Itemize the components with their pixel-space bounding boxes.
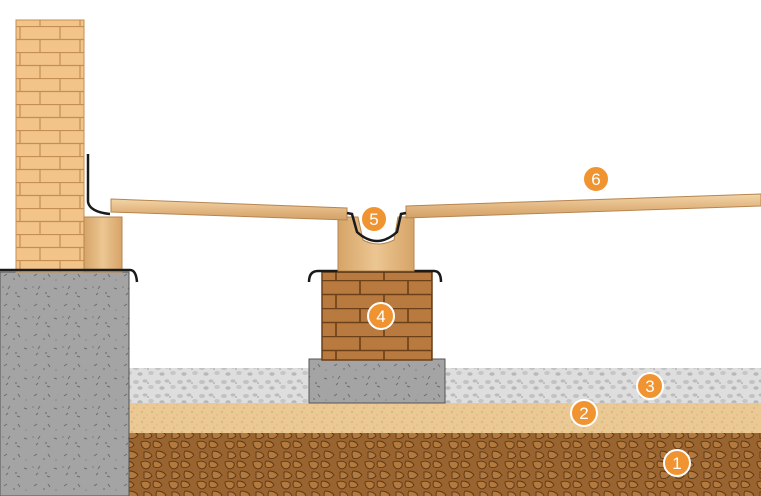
wall-beam (83, 216, 123, 273)
pier-concrete-base (308, 358, 446, 404)
marker-4: 4 (367, 302, 395, 330)
floor-board-left (110, 198, 348, 221)
svg-text:4: 4 (376, 307, 385, 326)
marker-2: 2 (570, 399, 598, 427)
concrete-foundation (0, 271, 130, 496)
compensating-seam (346, 211, 407, 243)
svg-text:5: 5 (369, 210, 378, 229)
svg-text:3: 3 (645, 377, 654, 396)
marker-1: 1 (663, 449, 691, 477)
wall-flashing (86, 154, 111, 216)
sand-layer (128, 402, 761, 433)
svg-text:6: 6 (591, 170, 600, 189)
foundation-waterproofing (0, 268, 139, 283)
marker-3: 3 (636, 372, 664, 400)
svg-text:2: 2 (579, 404, 588, 423)
marker-6: 6 (582, 165, 610, 193)
marker-5: 5 (360, 205, 388, 233)
floor-board-right (405, 193, 761, 219)
brick-wall (15, 19, 85, 273)
svg-text:1: 1 (672, 454, 681, 473)
soil-layer (128, 432, 761, 496)
